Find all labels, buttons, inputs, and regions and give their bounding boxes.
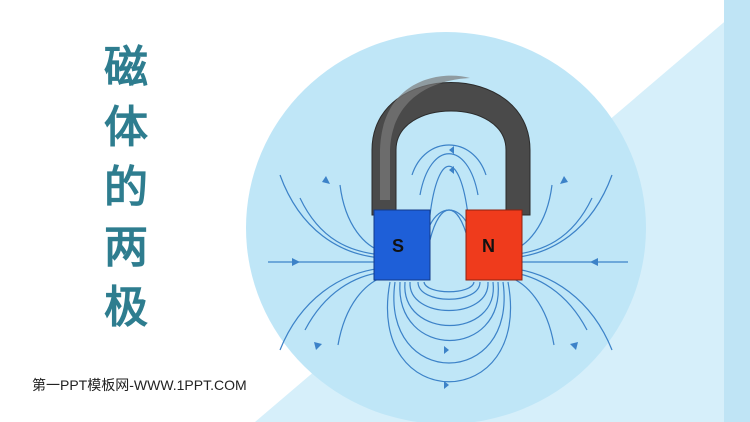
title-char: 体	[104, 102, 148, 153]
south-pole	[373, 209, 431, 281]
magnet-highlight	[380, 75, 470, 200]
background-circle	[246, 32, 646, 422]
north-pole	[465, 209, 523, 281]
south-pole-label: S	[392, 236, 404, 256]
right-edge-band	[724, 0, 750, 422]
title-char: 极	[104, 282, 148, 333]
field-arrows	[292, 146, 598, 389]
title-char: 磁	[104, 42, 148, 93]
north-pole-label: N	[482, 236, 495, 256]
title-char: 的	[104, 162, 148, 213]
slide-title: 磁 体 的 两 极	[100, 38, 152, 338]
footer-watermark: 第一PPT模板网-WWW.1PPT.COM	[32, 377, 247, 393]
title-char: 两	[104, 222, 148, 273]
horseshoe-magnet: S N	[371, 75, 531, 281]
